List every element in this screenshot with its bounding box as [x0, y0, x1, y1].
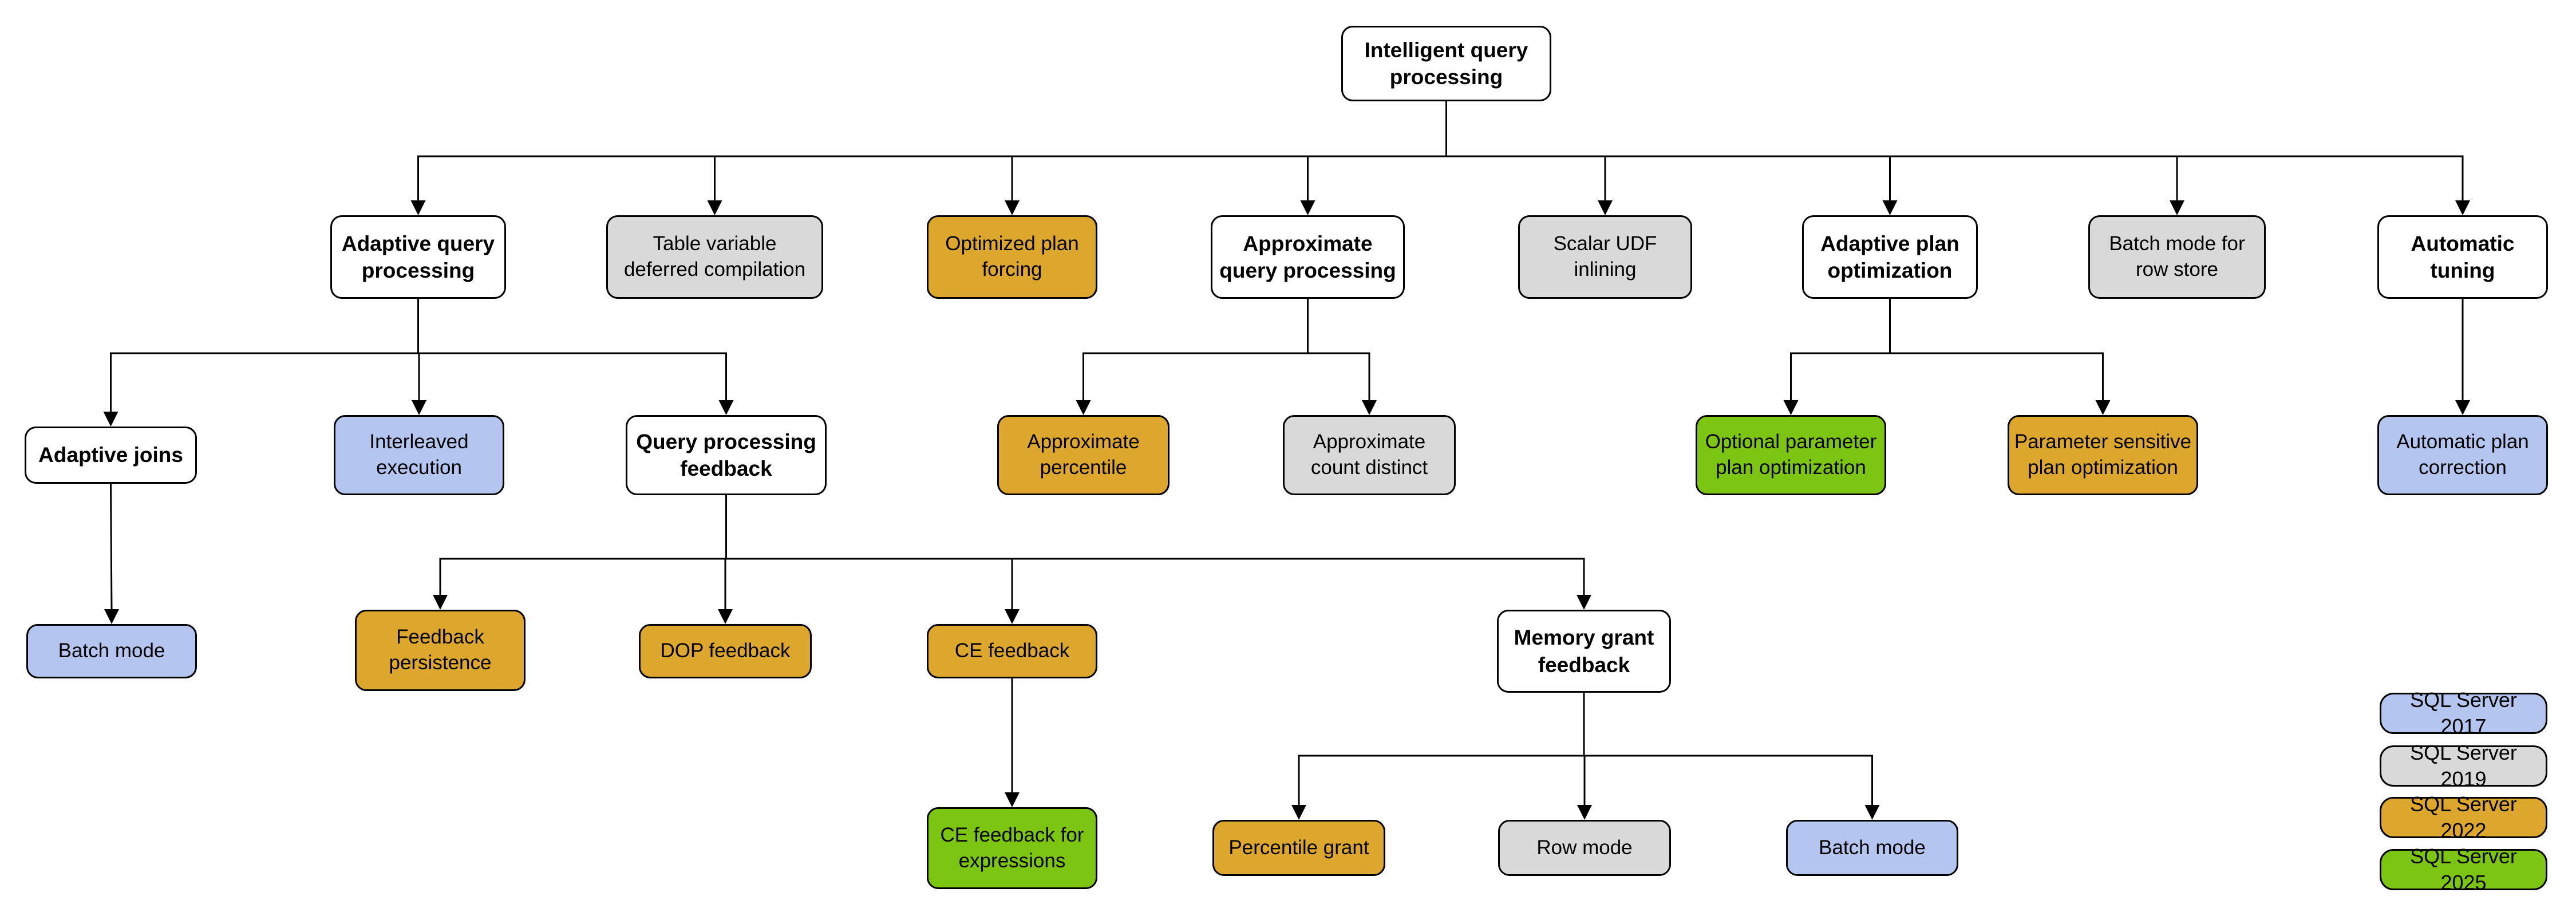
node-apo: Adaptive plan optimization [1802, 215, 1978, 299]
node-mgf: Memory grant feedback [1497, 610, 1671, 693]
arrowhead [433, 595, 448, 610]
arrowhead [1005, 792, 1020, 807]
node-at: Automatic tuning [2377, 215, 2548, 299]
arrowhead [1291, 805, 1306, 820]
node-bmrs: Batch mode for row store [2088, 215, 2266, 299]
node-rm: Row mode [1498, 820, 1671, 876]
legend-item-sql-server-2025: SQL Server 2025 [2380, 844, 2547, 894]
arrowhead [412, 400, 426, 415]
node-bm1: Batch mode [26, 624, 197, 678]
node-qpf: Query processing feedback [626, 415, 827, 495]
arrowhead [2455, 400, 2470, 415]
arrowhead [1864, 805, 1880, 820]
arrowhead [707, 200, 722, 215]
arrowhead [410, 200, 426, 215]
legend-item-sql-server-2022: SQL Server 2022 [2380, 792, 2547, 842]
node-opf: Optimized plan forcing [927, 215, 1097, 299]
node-dop: DOP feedback [639, 624, 812, 678]
arrowhead [104, 609, 119, 624]
legend-item-sql-server-2017: SQL Server 2017 [2380, 688, 2547, 738]
node-ce: CE feedback [927, 624, 1097, 678]
arrowhead [2455, 200, 2470, 215]
node-acd: Approximate count distinct [1283, 415, 1456, 495]
arrowhead [1005, 200, 1020, 215]
node-apc: Automatic plan correction [2377, 415, 2548, 495]
node-sudf: Scalar UDF inlining [1518, 215, 1692, 299]
arrowhead [1598, 200, 1613, 215]
arrowhead [1362, 400, 1377, 415]
arrowhead [718, 609, 733, 624]
node-tvdc: Table variable deferred compilation [606, 215, 823, 299]
arrowhead [1300, 200, 1315, 215]
node-bm2: Batch mode [1786, 820, 1958, 876]
node-aqp: Adaptive query processing [330, 215, 506, 299]
node-fp: Feedback persistence [355, 610, 526, 691]
arrowhead [2095, 400, 2111, 415]
arrowhead [1882, 200, 1898, 215]
node-apqp: Approximate query processing [1211, 215, 1405, 299]
arrowhead [1577, 805, 1592, 820]
arrowhead [103, 412, 118, 427]
node-cefe: CE feedback for expressions [927, 807, 1097, 889]
arrowhead [718, 400, 734, 415]
arrowhead [1783, 400, 1799, 415]
arrowhead [1577, 595, 1591, 610]
node-iqp: Intelligent query processing [1341, 26, 1551, 101]
node-oppo: Optional parameter plan optimization [1696, 415, 1886, 495]
node-pg: Percentile grant [1212, 820, 1385, 876]
arrowhead [2170, 200, 2184, 215]
arrowhead [1005, 609, 1020, 624]
legend-item-sql-server-2019: SQL Server 2019 [2380, 741, 2547, 791]
arrowhead [1076, 400, 1091, 415]
connector-line [110, 483, 113, 611]
node-aj: Adaptive joins [25, 427, 197, 484]
node-pspo: Parameter sensitive plan optimization [2008, 415, 2198, 495]
node-ie: Interleaved execution [334, 415, 504, 495]
node-ap: Approximate percentile [997, 415, 1170, 495]
